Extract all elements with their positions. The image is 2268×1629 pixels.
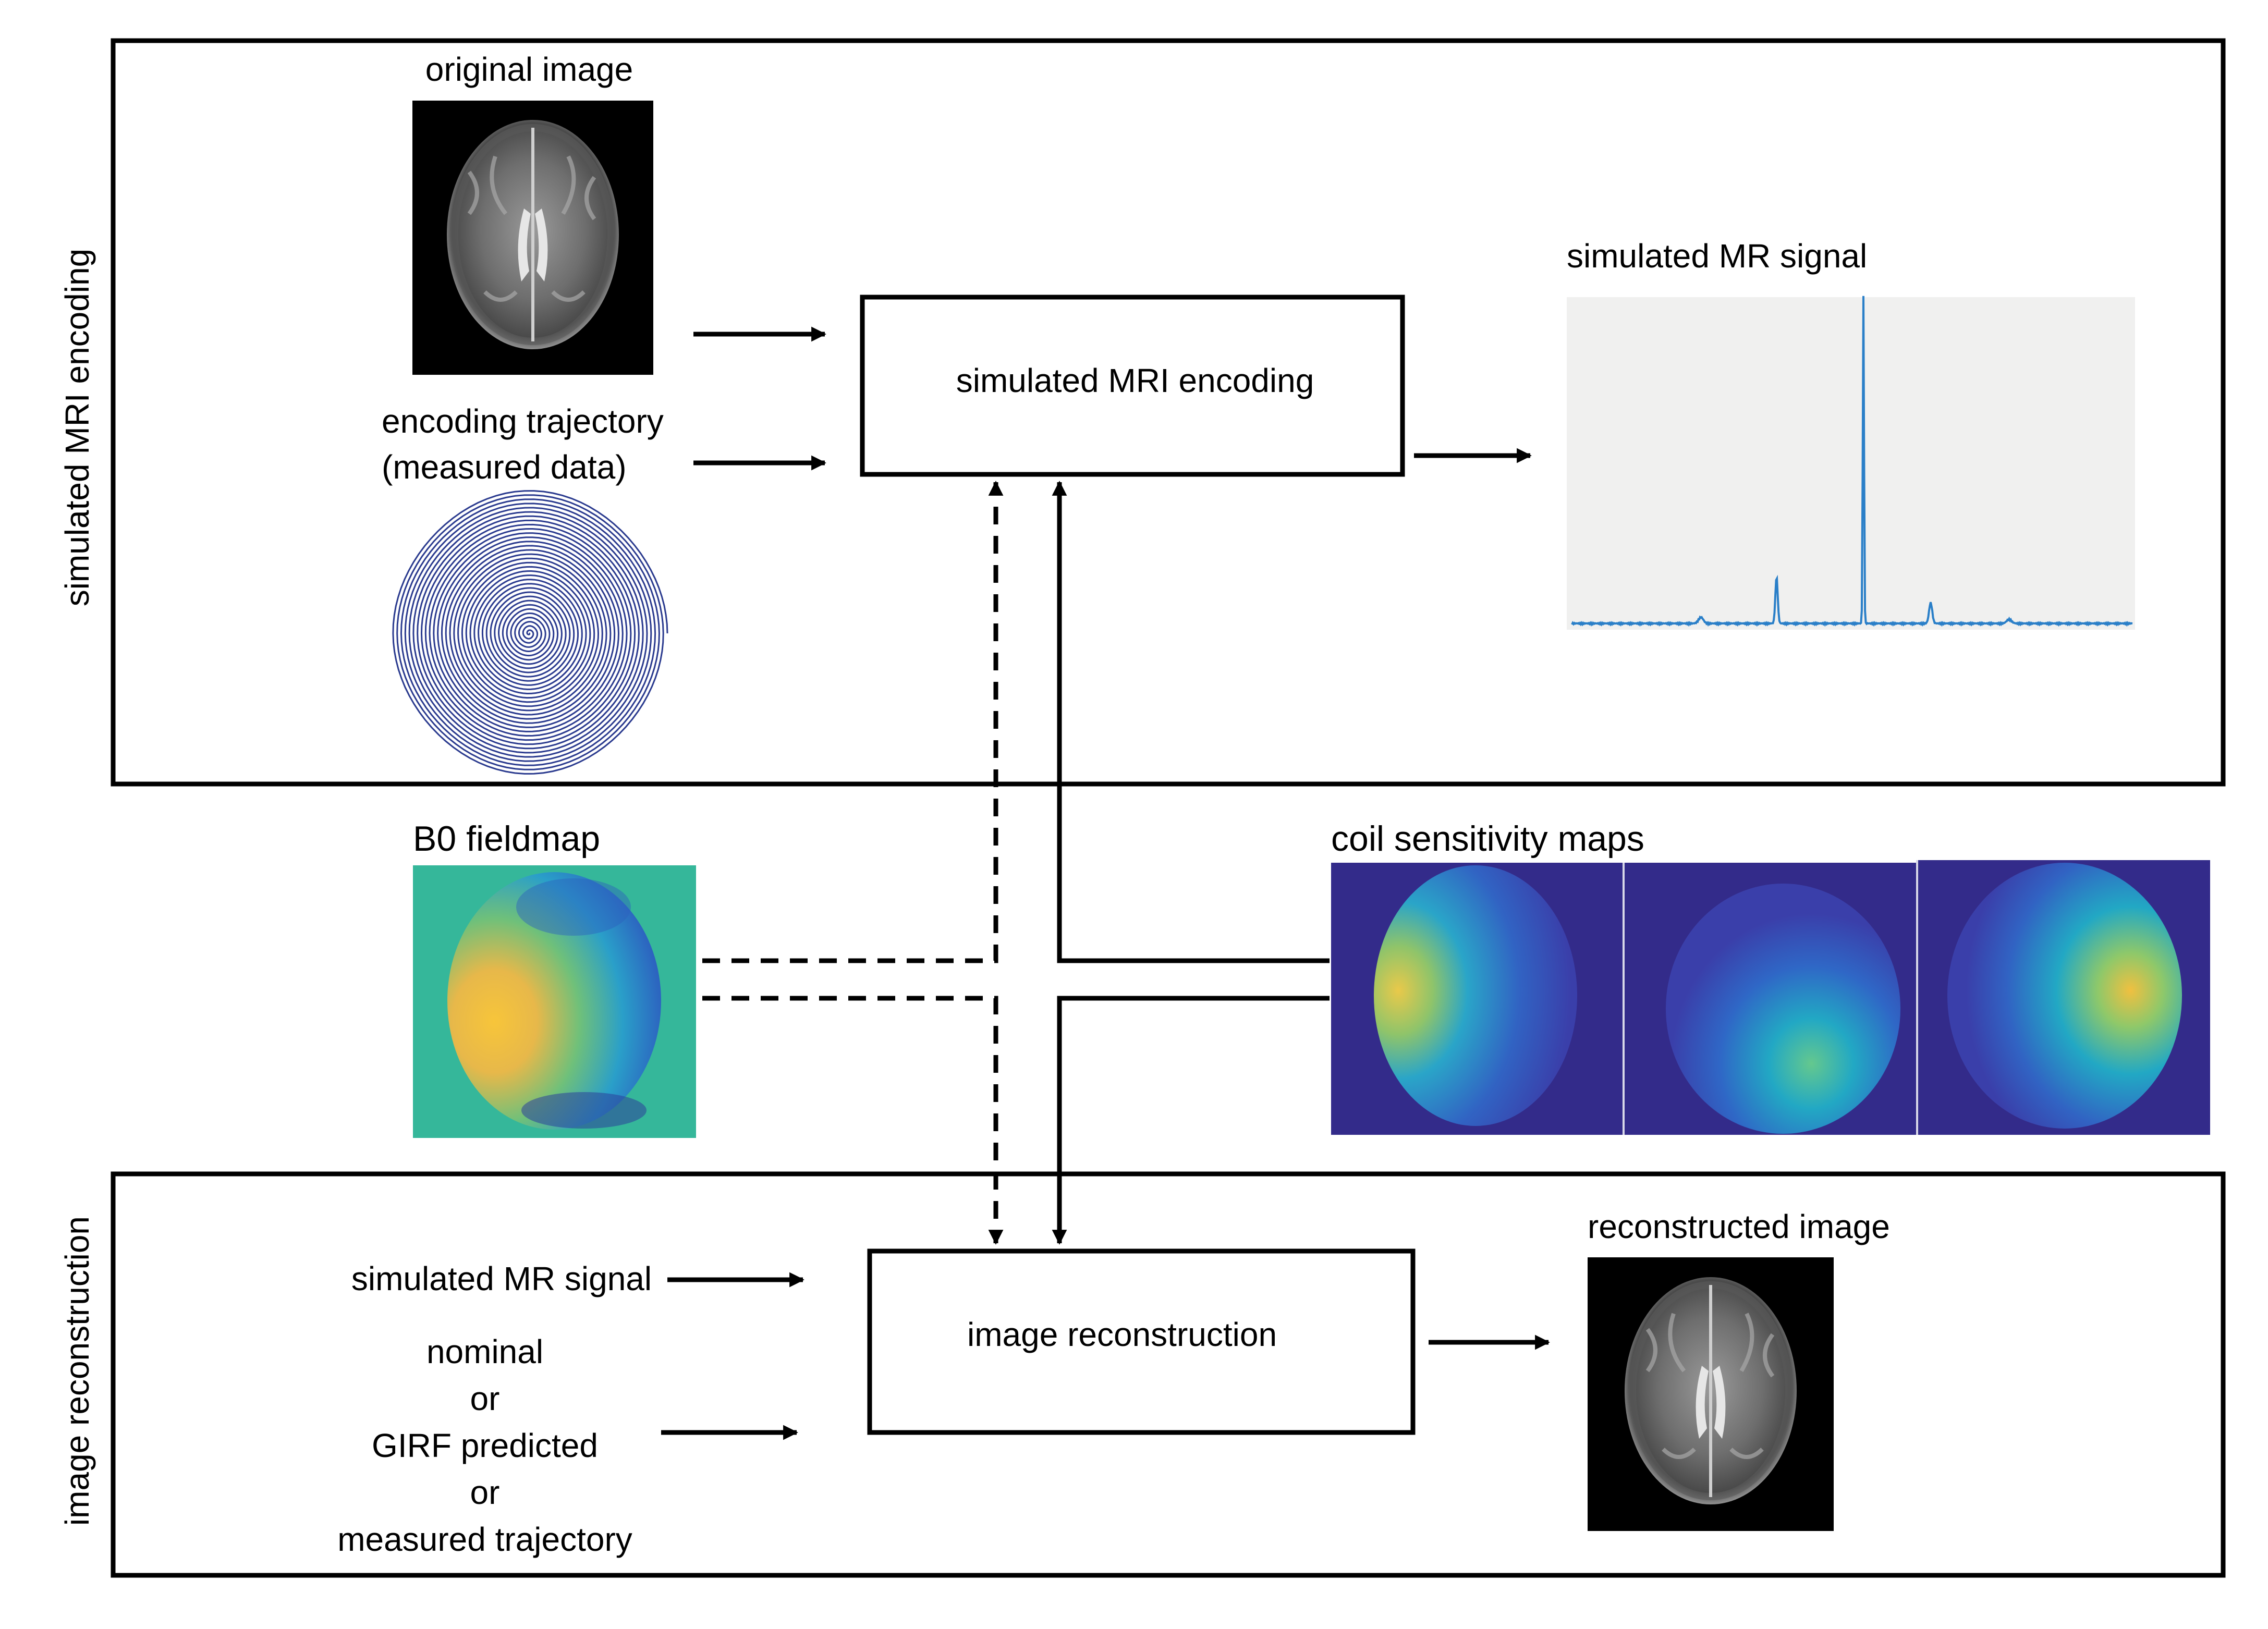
reconstruction-panel-side-label: image reconstruction (58, 1216, 96, 1526)
encoding-process-box (860, 295, 1405, 477)
reconstructed-image-label: reconstructed image (1588, 1208, 1890, 1245)
trajectory-options: nominal or GIRF predicted or measured tr… (337, 1333, 632, 1558)
reconstruction-process-box (867, 1248, 1416, 1435)
trajectory-label-line2: (measured data) (382, 448, 627, 486)
coil-sensitivity-maps (1331, 860, 2210, 1135)
reconstructed-brain-image (1588, 1257, 1834, 1531)
simulated-signal-plot (1567, 296, 2135, 630)
reconstruction-panel-frame (111, 1171, 2226, 1578)
trajectory-option-measured: measured trajectory (337, 1521, 632, 1558)
b0-connector-up (702, 481, 1004, 963)
trajectory-option-nominal: nominal (426, 1333, 543, 1370)
original-image-label: original image (425, 51, 633, 88)
recon-signal-input-label: simulated MR signal (351, 1260, 652, 1297)
b0-fieldmap-label: B0 fieldmap (413, 819, 600, 859)
trajectory-option-or-2: or (470, 1474, 500, 1511)
coil-connector-up (1052, 481, 1330, 963)
encoding-process-label: simulated MRI encoding (956, 362, 1314, 399)
trajectory-option-girf: GIRF predicted (372, 1427, 598, 1464)
encoding-panel-side-label: simulated MRI encoding (58, 249, 96, 607)
original-brain-image (412, 101, 653, 375)
coil-connector-down (1052, 996, 1330, 1245)
trajectory-option-or-1: or (470, 1380, 500, 1417)
reconstruction-process-label: image reconstruction (967, 1316, 1277, 1353)
b0-connector-down (702, 996, 1004, 1245)
b0-fieldmap-image (413, 865, 696, 1138)
encoding-panel-frame (111, 38, 2226, 787)
trajectory-label-line1: encoding trajectory (382, 402, 664, 440)
spiral-trajectory-plot (392, 490, 668, 775)
coil-sensitivity-label: coil sensitivity maps (1331, 819, 1644, 859)
simulated-signal-label: simulated MR signal (1567, 237, 1867, 275)
